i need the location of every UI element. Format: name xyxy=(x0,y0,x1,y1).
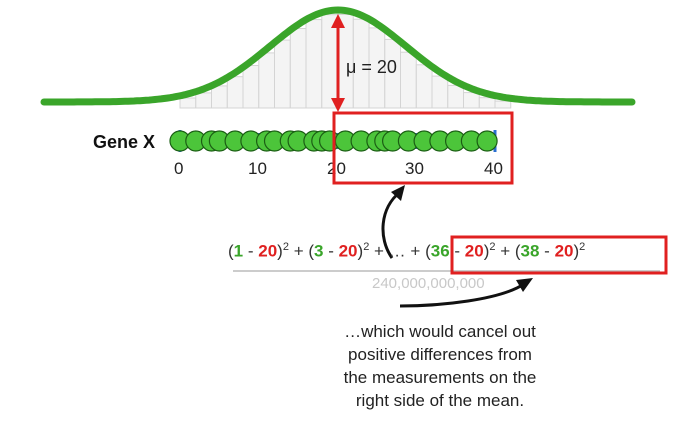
paren: ) xyxy=(277,241,283,261)
squared-differences-equation: (1 - 20)2 + (3 - 20)2 + … + (36 - 20)2 +… xyxy=(228,241,585,262)
equation-total: 240,000,000,000 xyxy=(372,275,485,292)
caption-line: the measurements on the xyxy=(343,368,537,387)
histogram-bar xyxy=(226,76,244,109)
histogram-bar xyxy=(195,92,213,109)
minus: - xyxy=(243,241,259,261)
plus: + xyxy=(288,241,309,261)
histogram-bar xyxy=(274,39,291,109)
caption-line: positive differences from xyxy=(348,345,532,364)
highlight-box-right-values xyxy=(332,111,514,185)
normal-curve xyxy=(40,6,636,106)
gene-label: Gene X xyxy=(93,132,155,152)
mean-4: 20 xyxy=(554,241,574,261)
histogram-bar xyxy=(242,65,260,109)
histogram-bar xyxy=(447,84,465,109)
histogram-bar xyxy=(289,28,307,109)
paren: ( xyxy=(228,241,234,261)
histogram-bar xyxy=(258,52,276,109)
value-1: 1 xyxy=(233,241,244,261)
histogram-bar xyxy=(179,97,197,109)
caption-line: …which would cancel out xyxy=(344,322,536,341)
minus: - xyxy=(539,241,555,261)
tick-label-10: 10 xyxy=(248,159,267,178)
mean-label: μ = 20 xyxy=(346,57,397,77)
tick-label-30: 30 xyxy=(405,159,424,178)
paren: ( xyxy=(308,241,315,261)
histogram-bar xyxy=(478,97,496,109)
histogram-bar xyxy=(305,19,323,109)
square: 2 xyxy=(579,241,586,253)
measurement-dot xyxy=(476,130,498,152)
value-2: 3 xyxy=(314,241,324,261)
tick-label-0: 0 xyxy=(174,159,183,178)
paren: ) xyxy=(357,241,364,261)
tick-label-40: 40 xyxy=(484,159,503,178)
histogram-bar xyxy=(415,64,433,109)
mean-3: 20 xyxy=(464,241,484,261)
axis-tick-labels: 0 10 20 30 40 xyxy=(174,159,503,178)
plus-ellipsis: + … + xyxy=(369,241,426,261)
histogram-bar xyxy=(321,14,339,109)
measurement-dots xyxy=(169,130,498,152)
histogram-bar xyxy=(463,92,480,109)
mean-2: 20 xyxy=(338,241,358,261)
caption-line: right side of the mean. xyxy=(355,391,525,410)
minus: - xyxy=(449,241,465,261)
curved-arrows xyxy=(381,185,533,308)
tick-label-20: 20 xyxy=(327,159,346,178)
plus: + xyxy=(495,241,515,261)
square: 2 xyxy=(282,241,289,253)
histogram-bar xyxy=(400,51,417,109)
paren: ) xyxy=(573,241,580,261)
paren: ) xyxy=(483,241,490,261)
value-4: 38 xyxy=(520,241,540,261)
mean-arrow xyxy=(331,14,345,112)
paren: ( xyxy=(514,241,521,261)
mean-1: 20 xyxy=(258,241,278,261)
paren: ( xyxy=(425,241,431,261)
square: 2 xyxy=(489,241,496,253)
minus: - xyxy=(323,241,339,261)
value-3: 36 xyxy=(430,241,450,261)
square: 2 xyxy=(363,241,370,253)
histogram-bar xyxy=(431,75,449,109)
histogram-bars xyxy=(179,14,512,109)
caption-text: …which would cancel out positive differe… xyxy=(300,320,580,412)
histogram-bar xyxy=(211,85,228,109)
histogram-bar xyxy=(494,100,512,109)
highlight-box-right-terms xyxy=(450,235,668,275)
